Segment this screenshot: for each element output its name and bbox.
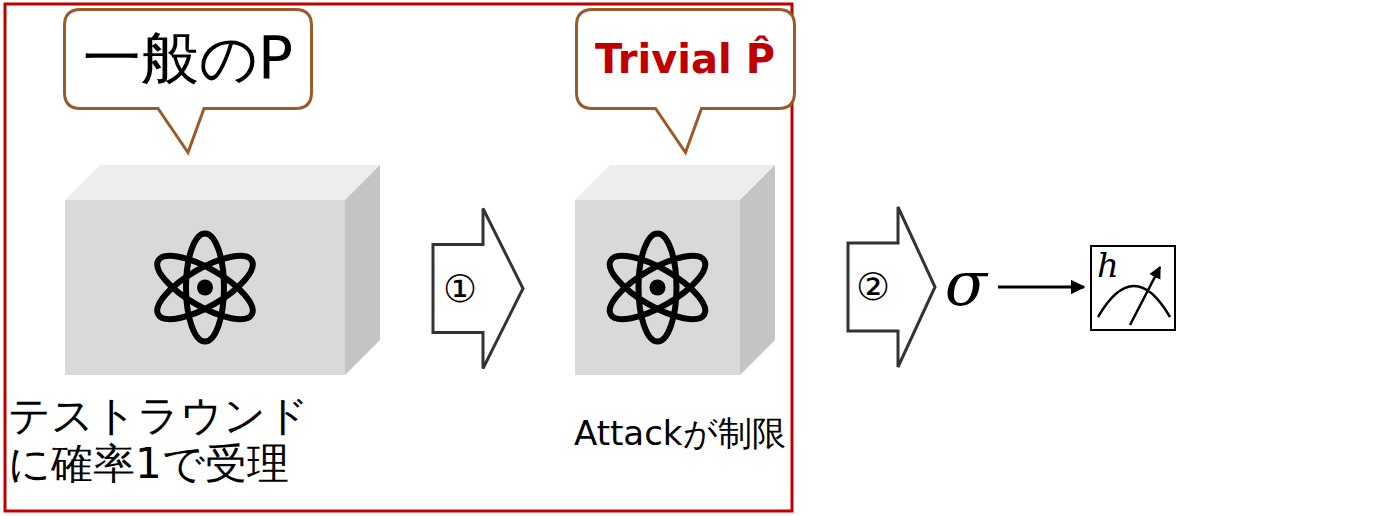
speech-bubble: Trivial P̂ (575, 8, 796, 110)
meter-node: h (1090, 245, 1176, 331)
device-node: Trivial P̂ Attackが制限 (560, 0, 790, 500)
orbit (601, 244, 714, 331)
bubble-text: 一般のP (83, 27, 293, 91)
atom-icon (149, 234, 262, 342)
step-number: ① (443, 267, 477, 311)
signal-arrow (998, 286, 1084, 289)
device-box (65, 165, 381, 376)
nucleus (197, 280, 213, 296)
caption-holder: テストラウンド に確率1で受理 (8, 392, 318, 489)
box-top (575, 165, 775, 200)
bubble-outline (575, 8, 796, 156)
meter-arc (1098, 286, 1170, 317)
meter-text-holder: h (1097, 247, 1119, 284)
box-side (740, 165, 775, 375)
device-box (575, 165, 776, 376)
caption-holder: Attackが制限 (574, 414, 789, 453)
step-number: ② (856, 268, 890, 306)
step-number-text: ② (856, 265, 890, 309)
box-front (65, 200, 345, 375)
orbit (601, 244, 714, 331)
group-frame (5, 4, 792, 511)
bubble-text: Trivial P̂ (595, 37, 775, 81)
meter-needle (1130, 267, 1160, 325)
speech-bubble: 一般のP (63, 8, 313, 110)
block-arrow (433, 209, 523, 369)
device-caption: Attackが制限 (574, 414, 789, 453)
orbit (149, 244, 262, 331)
meter-label: h (1097, 245, 1119, 285)
edge-label-holder: ① (443, 270, 477, 308)
orbit (149, 244, 262, 331)
state-symbol: σ (945, 253, 987, 315)
nucleus (650, 280, 666, 296)
state-symbol-text: σ (945, 247, 987, 320)
device-caption: テストラウンド に確率1で受理 (8, 392, 318, 489)
device-node: 一般のP テストラウンド に確率1で受理 (0, 0, 420, 500)
atom-icon (601, 234, 714, 342)
box-front (575, 200, 740, 375)
orbit (639, 234, 677, 342)
orbit (186, 234, 224, 342)
box-side (345, 165, 380, 375)
bubble-shape (65, 10, 312, 153)
bubble-shape (576, 10, 794, 153)
block-arrow (848, 207, 935, 367)
box-top (65, 165, 380, 200)
